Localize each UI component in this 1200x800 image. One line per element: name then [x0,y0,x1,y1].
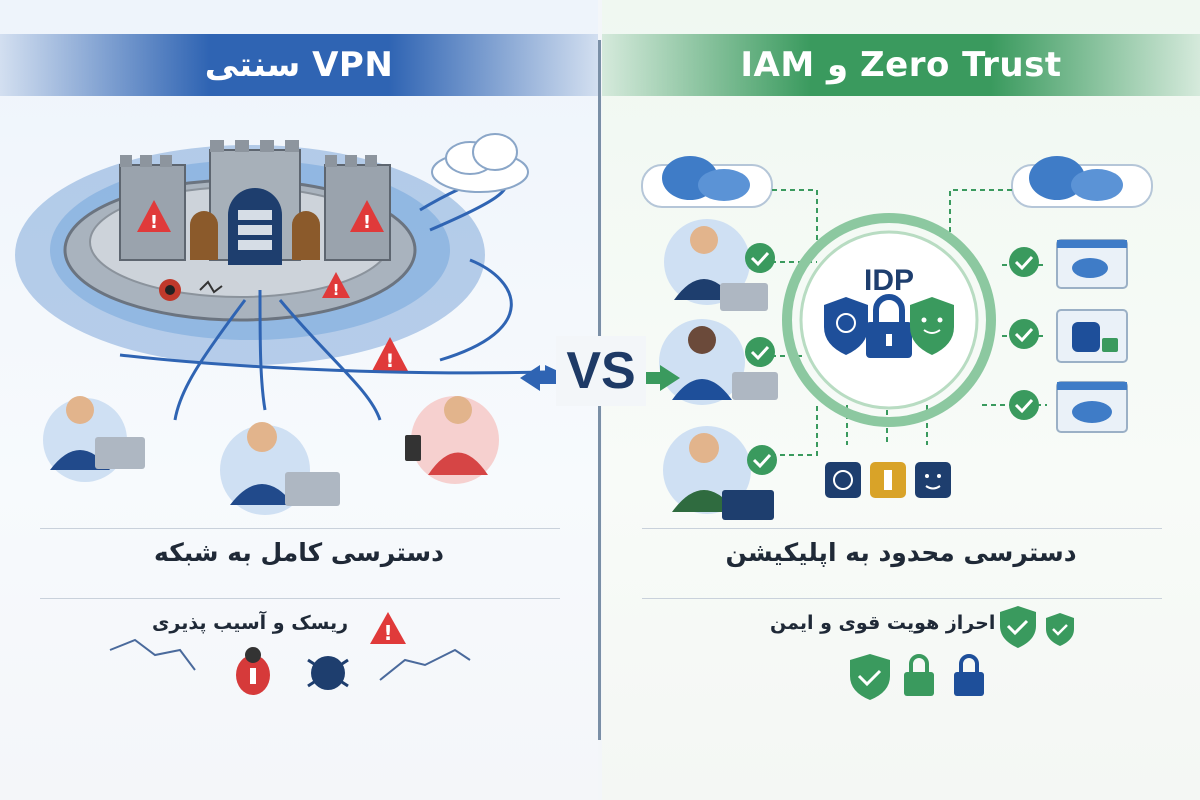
check-shield-icon [1046,613,1074,646]
warning-icon: ! [137,200,171,233]
warning-icon: ! [350,200,384,233]
face-id-icon [910,297,954,355]
bug-icon [307,656,349,690]
user-phone-icon [659,319,778,405]
check-shield-icon [850,654,890,700]
subcaption-rule [40,598,560,599]
zero-trust-panel: IAM و Zero Trust IDP [602,0,1200,800]
server-icon [228,188,282,265]
svg-text:!: ! [333,281,340,299]
caption-rule [642,528,1162,529]
crack-icon [109,638,196,671]
idp-hub: IDP [782,213,996,427]
traffic-flows [119,178,546,421]
check-shield-icon [1009,319,1039,349]
warning-icon: ! [322,272,350,299]
zero-trust-auth-label: احراز هویت قوی و ایمن [770,612,996,634]
fingerprint-icon [825,462,861,498]
user-laptop-icon [220,422,340,515]
cloud-icon [641,156,773,208]
bug-icon [236,647,270,695]
crack-icon [379,648,471,681]
zero-trust-illustration: IDP [641,156,1153,700]
vpn-caption: دسترسی کامل به شبکه [154,538,444,567]
check-shield-icon [1000,606,1036,648]
check-shield-icon [1009,390,1039,420]
user-laptop-icon [43,396,145,482]
vpn-title: سنتی VPN [0,34,598,96]
warning-icon: ! [372,337,408,372]
cloud-icon [1011,156,1153,208]
vpn-risk-label: ریسک و آسیب پذیری [152,612,349,634]
check-shield-icon [745,243,775,273]
svg-text:!: ! [386,350,395,372]
database-icon [1056,309,1128,363]
cloud-icon [431,133,529,193]
warning-icon: ! [370,612,406,645]
padlock-icon [904,654,934,696]
idp-label: IDP [864,264,914,297]
subcaption-rule [642,598,1162,599]
user-phone-icon [405,396,499,484]
user-laptop-icon [663,426,774,520]
svg-text:!: ! [363,212,371,233]
user-laptop-icon [664,219,768,311]
vs-label: VS [556,336,646,406]
check-shield-icon [1009,247,1039,277]
vpn-panel: سنتی VPN ! ! ! ! [0,0,598,800]
check-shield-icon [745,337,775,367]
padlock-icon [866,294,912,358]
check-shield-icon [747,445,777,475]
crack-icon [199,280,223,294]
app-window-icon [1056,239,1128,289]
vpn-illustration: ! ! ! ! [15,133,560,695]
zero-trust-caption: دسترسی محدود به اپلیکیشن [725,538,1077,567]
zero-trust-title: IAM و Zero Trust [602,34,1200,96]
padlock-icon [954,654,984,696]
svg-text:!: ! [150,212,158,233]
bug-icon [159,279,181,301]
app-window-icon [1056,381,1128,433]
face-id-icon [915,462,951,498]
key-icon [870,462,906,498]
svg-text:!: ! [383,621,392,645]
fingerprint-icon [824,297,868,355]
caption-rule [40,528,560,529]
